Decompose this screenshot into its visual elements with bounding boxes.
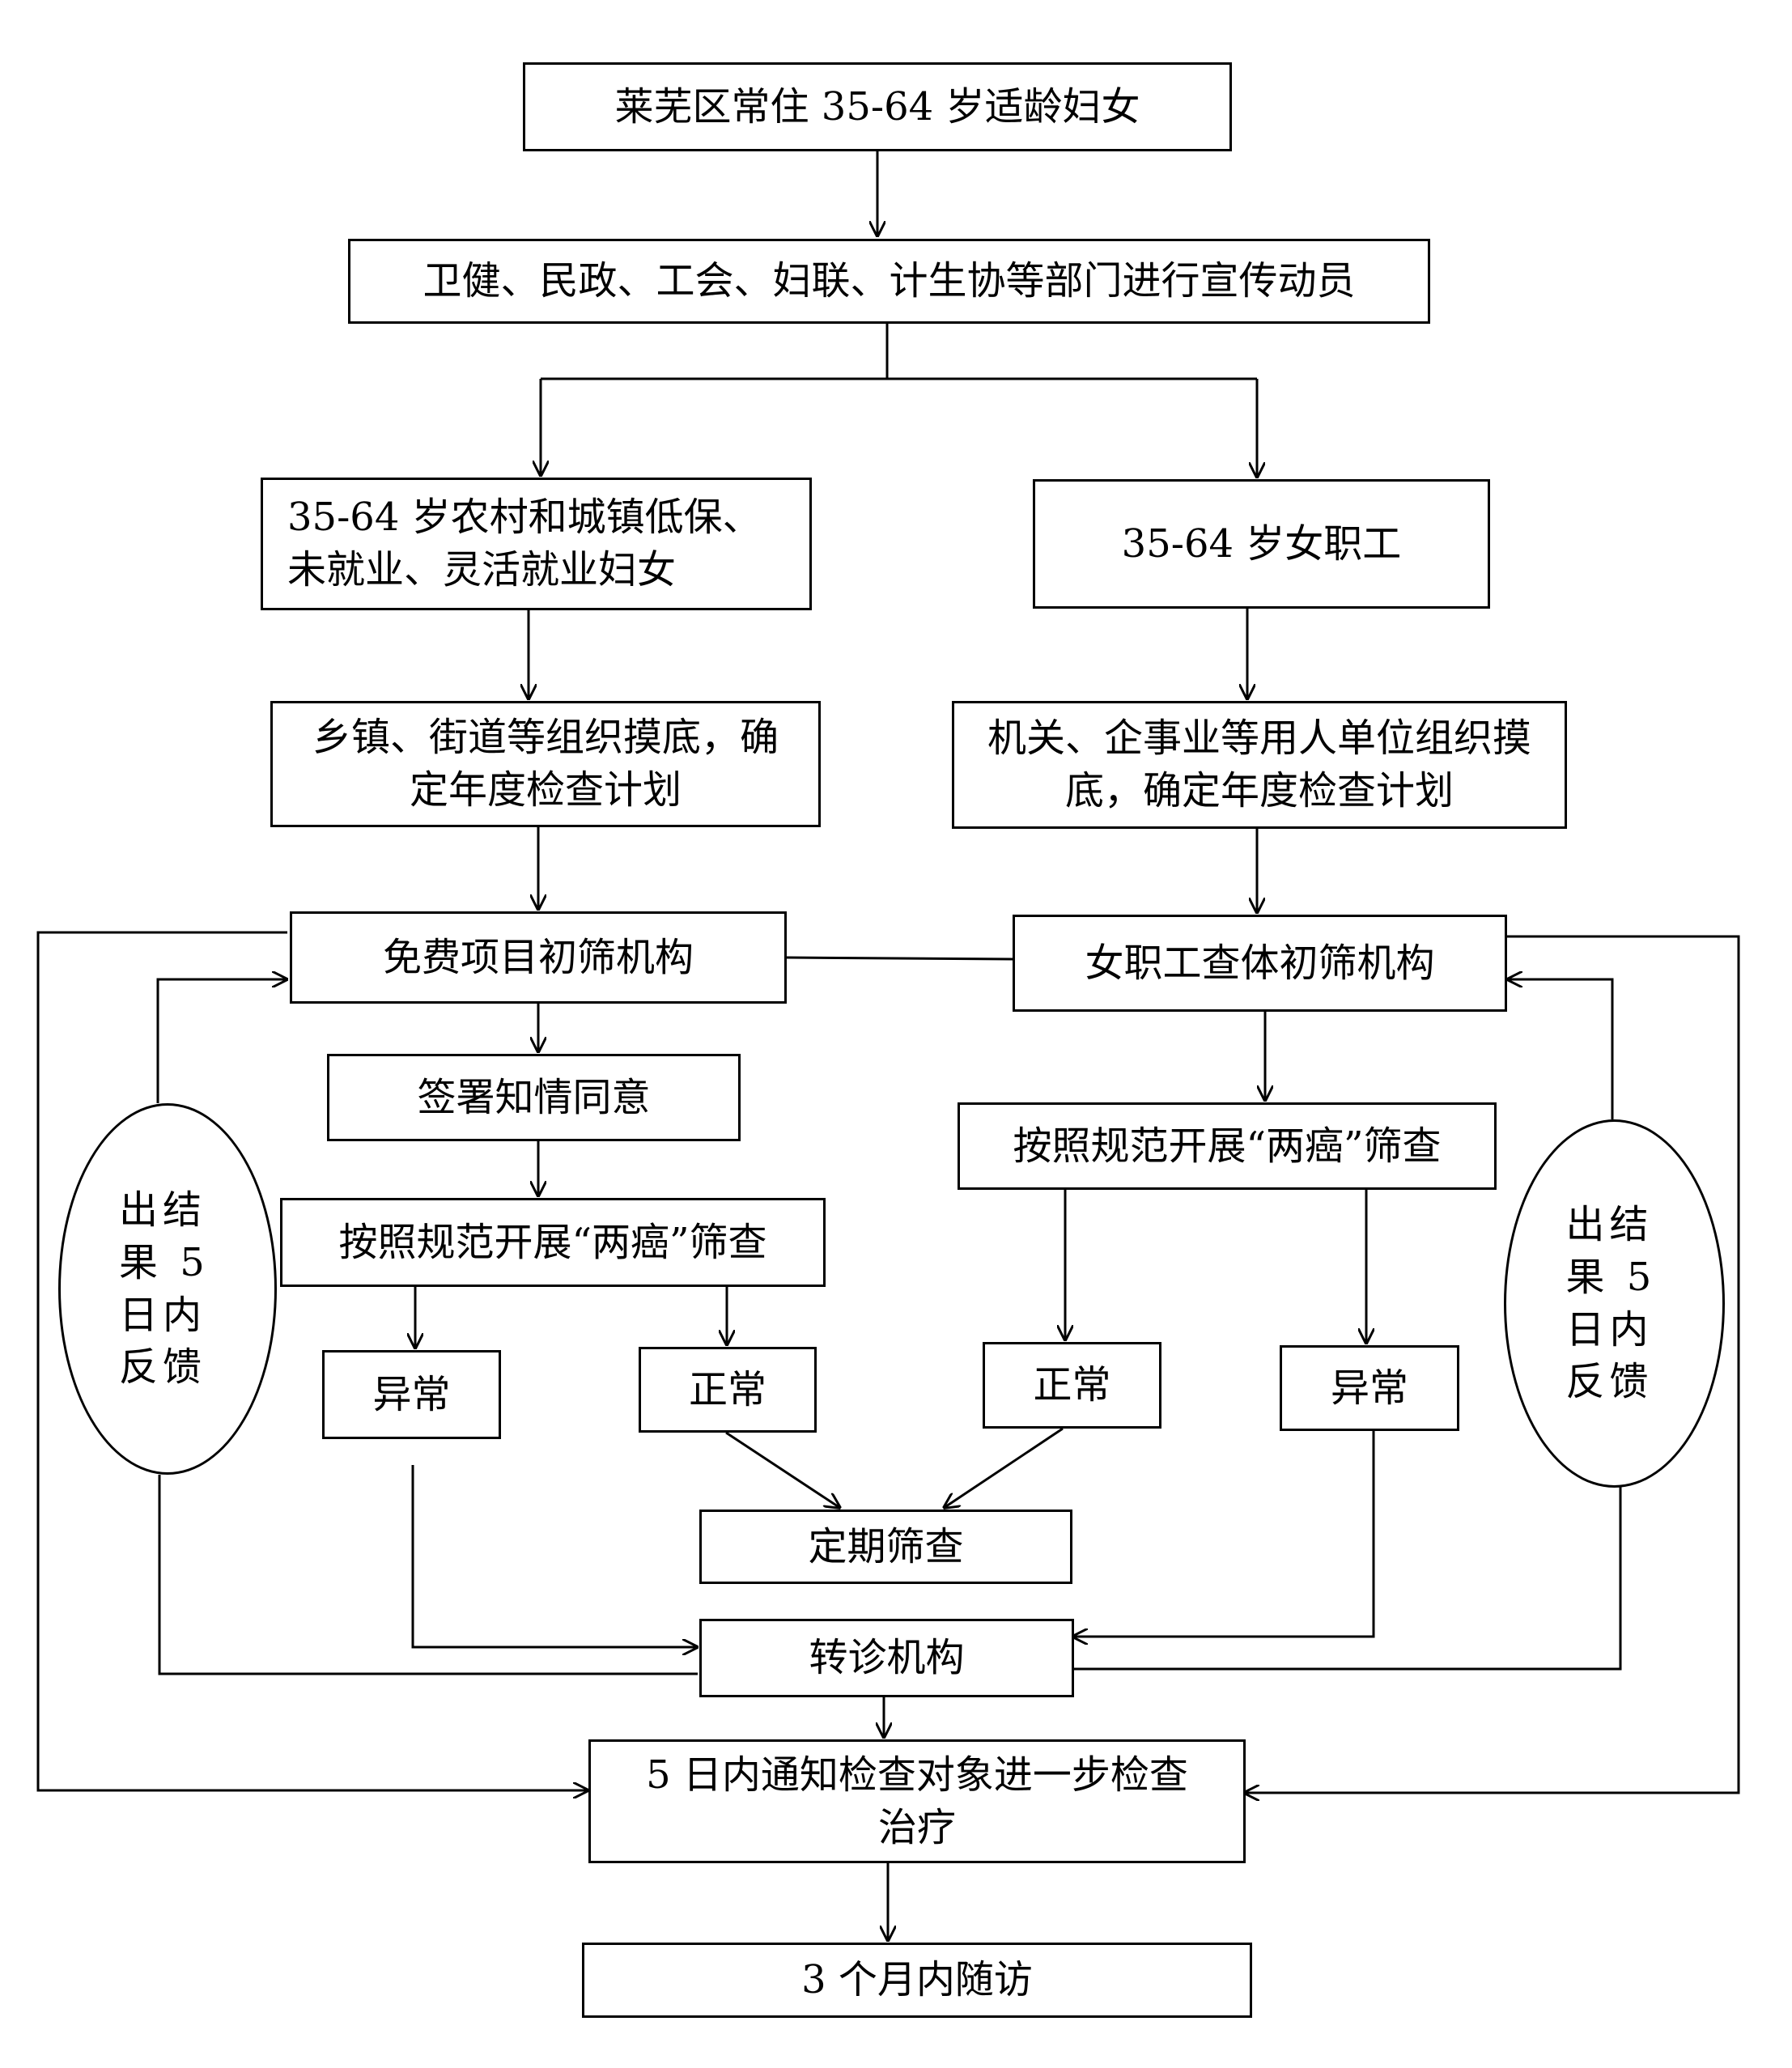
node-notify-treatment: 5 日内通知检查对象进一步检查治疗: [588, 1739, 1246, 1863]
node-female-workers: 35-64 岁女职工: [1033, 479, 1490, 609]
node-referral-org: 转诊机构: [699, 1619, 1074, 1697]
node-female-workers-label: 35-64 岁女职工: [1121, 520, 1402, 567]
node-abnormal-left-label: 异常: [372, 1371, 451, 1417]
link-between-orgs: [786, 956, 1013, 961]
split-line: [541, 324, 1257, 380]
node-employer-survey-label: 机关、企事业等用人单位组织摸底，确定年度检查计划: [987, 716, 1531, 813]
node-informed-consent-label: 签署知情同意: [417, 1074, 651, 1120]
feedback-right-loop-out: [1507, 979, 1614, 1119]
node-screening-left-label: 按照规范开展“两癌”筛查: [338, 1219, 767, 1265]
node-worker-screening-org: 女职工查体初筛机构: [1013, 915, 1507, 1012]
feedback-oval-left: 出结果 5 日内反馈: [58, 1103, 277, 1475]
node-normal-left-label: 正常: [688, 1366, 766, 1412]
node-regular-screening-label: 定期筛查: [808, 1523, 964, 1569]
outer-loop-left: [36, 931, 588, 1790]
node-employer-survey: 机关、企事业等用人单位组织摸底，确定年度检查计划: [952, 701, 1567, 829]
node-follow-up: 3 个月内随访: [582, 1943, 1252, 2018]
arrow-normal-right-to-regular: [944, 1427, 1064, 1508]
feedback-oval-left-label: 出结果 5 日内反馈: [119, 1187, 210, 1391]
feedback-oval-right: 出结果 5 日内反馈: [1504, 1119, 1725, 1488]
node-abnormal-right-label: 异常: [1330, 1365, 1408, 1411]
node-normal-left: 正常: [639, 1347, 817, 1433]
node-target-women-label: 莱芜区常住 35-64 岁适龄妇女: [614, 83, 1140, 130]
node-follow-up-label: 3 个月内随访: [801, 1957, 1033, 2003]
node-township-survey-label: 乡镇、街道等组织摸底，确定年度检查计划: [312, 715, 779, 813]
node-rural-women-label: 35-64 岁农村和城镇低保、未就业、灵活就业妇女: [287, 495, 762, 592]
node-informed-consent: 签署知情同意: [327, 1054, 741, 1141]
node-free-screening-org-label: 免费项目初筛机构: [382, 934, 694, 980]
node-abnormal-right: 异常: [1280, 1345, 1459, 1431]
node-screening-right: 按照规范开展“两癌”筛查: [958, 1102, 1497, 1190]
node-worker-screening-org-label: 女职工查体初筛机构: [1085, 940, 1435, 986]
node-screening-left: 按照规范开展“两癌”筛查: [280, 1198, 826, 1287]
outer-loop-right: [1244, 935, 1740, 1793]
node-abnormal-left: 异常: [322, 1350, 501, 1439]
node-screening-right-label: 按照规范开展“两癌”筛查: [1013, 1123, 1442, 1169]
feedback-left-loop-in: [158, 1475, 698, 1675]
arrow-normal-left-to-regular: [725, 1431, 840, 1508]
node-free-screening-org: 免费项目初筛机构: [290, 911, 787, 1004]
node-referral-org-label: 转诊机构: [809, 1635, 965, 1681]
feedback-oval-right-label: 出结果 5 日内反馈: [1565, 1201, 1657, 1405]
arrow-abnormal-left-to-referral: [411, 1465, 698, 1647]
node-rural-women: 35-64 岁农村和城镇低保、未就业、灵活就业妇女: [261, 478, 812, 610]
feedback-right-loop-in: [1072, 1486, 1622, 1671]
node-mobilization-label: 卫健、民政、工会、妇联、计生协等部门进行宣传动员: [423, 258, 1356, 304]
node-notify-treatment-label: 5 日内通知检查对象进一步检查治疗: [646, 1752, 1188, 1850]
feedback-left-loop-out: [156, 979, 287, 1103]
node-target-women: 莱芜区常住 35-64 岁适龄妇女: [523, 62, 1232, 151]
node-normal-right: 正常: [983, 1342, 1161, 1429]
node-township-survey: 乡镇、街道等组织摸底，确定年度检查计划: [270, 701, 821, 827]
node-regular-screening: 定期筛查: [699, 1510, 1072, 1584]
arrow-abnormal-right-to-referral: [1072, 1431, 1375, 1637]
node-mobilization: 卫健、民政、工会、妇联、计生协等部门进行宣传动员: [348, 239, 1430, 324]
node-normal-right-label: 正常: [1033, 1362, 1111, 1408]
